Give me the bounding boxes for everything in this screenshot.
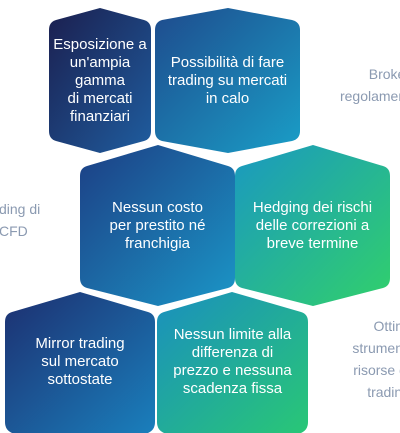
- hexagon-2: [155, 8, 300, 153]
- side-label-right-top-line: Broker: [368, 66, 400, 82]
- side-label-left-line: CFD: [0, 223, 28, 239]
- side-label-right-bottom: Ottimi strumenti risorse di trading: [300, 315, 400, 403]
- hexagon-6: [157, 292, 308, 433]
- side-label-right-bottom-line: strumenti: [352, 340, 400, 356]
- side-label-right-top-line: regolament: [339, 88, 400, 104]
- side-label-left-line: ding di: [0, 201, 41, 217]
- side-label-right-bottom-line: Ottimi: [373, 318, 400, 334]
- side-label-right-bottom-line: trading: [367, 384, 400, 400]
- hexagon-3: [80, 145, 235, 306]
- side-label-right-top: Broker regolament: [300, 63, 400, 107]
- side-label-right-bottom-line: risorse di: [353, 362, 400, 378]
- hexagon-1: [49, 8, 151, 153]
- hexagon-4: [235, 145, 390, 306]
- hexagon-5: [5, 292, 155, 433]
- side-label-left: ding di CFD: [0, 198, 69, 242]
